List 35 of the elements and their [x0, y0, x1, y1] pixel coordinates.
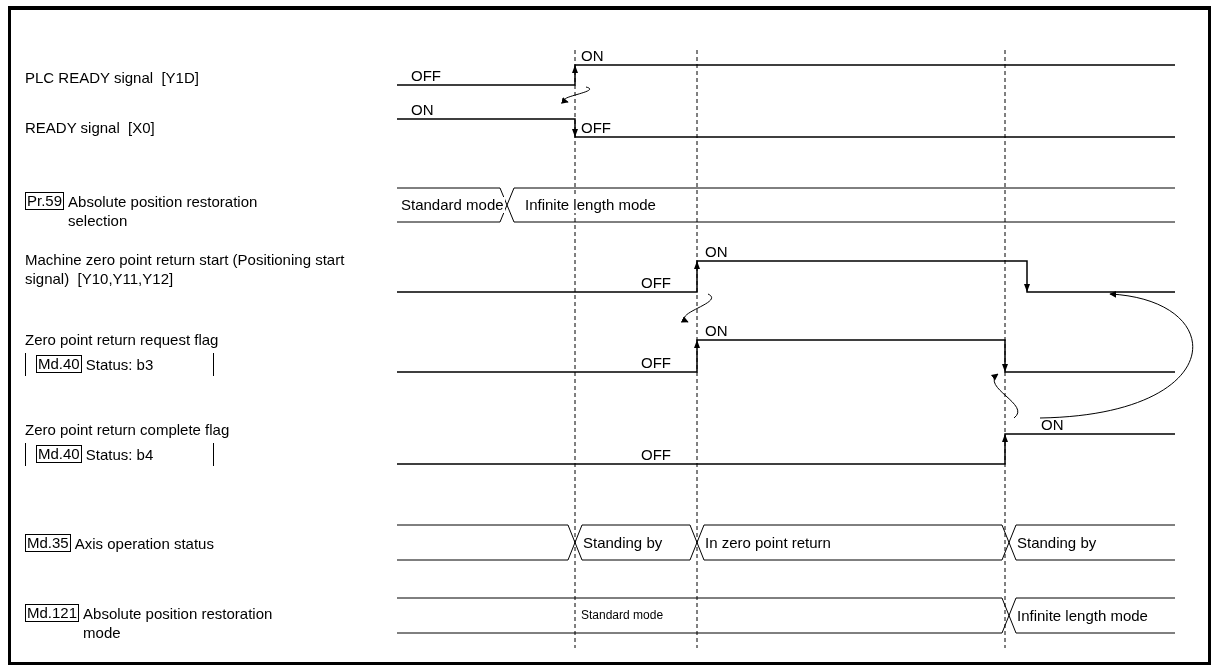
state-label: ON	[580, 48, 605, 64]
state-label: ON	[704, 244, 729, 260]
causal-arrow	[680, 293, 712, 323]
causal-arrow	[560, 86, 591, 104]
parameter-reference: Md.121	[25, 604, 80, 622]
status-bit-label: Status: b3	[85, 356, 154, 373]
state-label: Standard mode	[580, 608, 665, 622]
parameter-reference: Md.40	[36, 355, 82, 373]
state-label: OFF	[410, 68, 442, 84]
signal-name: Zero point return request flag	[25, 330, 219, 349]
state-label: OFF	[640, 355, 672, 371]
signal-name: PLC READY signal [Y1D]	[25, 68, 200, 87]
state-label: ON	[410, 102, 435, 118]
state-label: Infinite length mode	[524, 197, 657, 213]
signal-name: READY signal [X0]	[25, 118, 156, 137]
state-label: Standing by	[1016, 534, 1098, 551]
state-label: Infinite length mode	[1016, 607, 1149, 624]
state-label: OFF	[640, 447, 672, 463]
parameter-reference: Pr.59	[25, 192, 65, 210]
state-label: In zero point return	[704, 534, 832, 551]
signal-name: Axis operation status	[74, 534, 215, 553]
causal-arrow	[1039, 291, 1193, 419]
signal-name: Absolute position restoration selection	[68, 192, 259, 230]
state-label: ON	[704, 323, 729, 339]
causal-arrow	[991, 373, 1019, 419]
state-label: Standing by	[582, 534, 664, 551]
parameter-reference: Md.40	[36, 445, 82, 463]
parameter-reference: Md.35	[25, 534, 71, 552]
state-label: Standard mode	[400, 197, 505, 213]
signal-name: Machine zero point return start (Positioning start signal) [Y10,Y11,Y12]	[25, 250, 346, 288]
signal-name: Zero point return complete flag	[25, 420, 230, 439]
state-label: OFF	[640, 275, 672, 291]
signal-name: Absolute position restoration mode	[83, 604, 274, 642]
status-bit-label: Status: b4	[85, 446, 154, 463]
state-label: OFF	[580, 120, 612, 136]
